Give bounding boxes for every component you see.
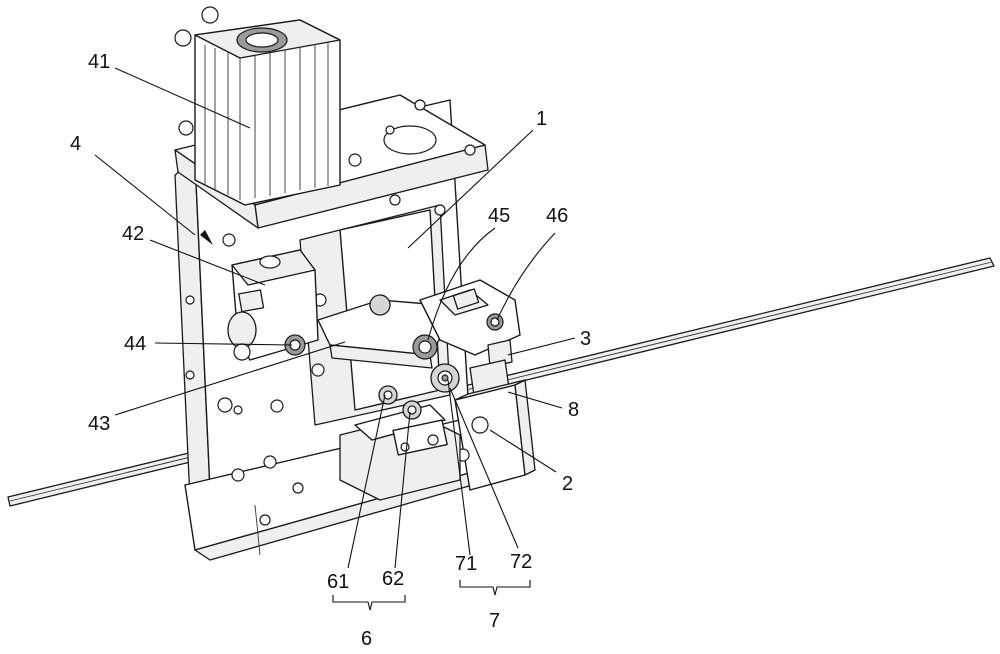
group-brace-7 (460, 580, 530, 595)
label-44: 44 (124, 333, 146, 355)
label-3: 3 (580, 328, 591, 350)
label-43: 43 (88, 413, 110, 435)
label-6: 6 (361, 628, 372, 650)
label-7: 7 (489, 610, 500, 632)
label-62: 62 (382, 568, 404, 590)
link-block (228, 250, 318, 360)
label-72: 72 (510, 551, 532, 573)
label-1: 1 (536, 108, 547, 130)
label-71: 71 (455, 553, 477, 575)
label-8: 8 (568, 399, 579, 421)
label-61: 61 (327, 571, 349, 593)
label-41: 41 (88, 51, 110, 73)
label-4: 4 (70, 133, 81, 155)
label-42: 42 (122, 223, 144, 245)
group-brace-6 (333, 595, 405, 610)
label-45: 45 (488, 205, 510, 227)
label-2: 2 (562, 473, 573, 495)
label-46: 46 (546, 205, 568, 227)
